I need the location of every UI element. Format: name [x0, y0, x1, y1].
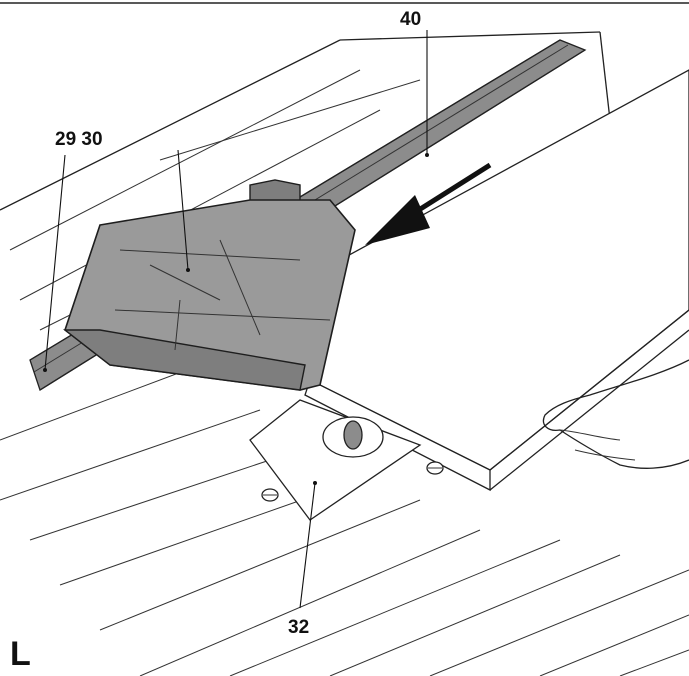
callout-fence-rail: 40: [400, 9, 421, 30]
rear-table: [0, 31, 611, 331]
blade-guard: [62, 179, 356, 391]
feed-arrow: [365, 162, 492, 245]
leader-lines: [43, 30, 429, 609]
table-surface-lines: [0, 349, 689, 676]
callout-throat-plate: 32: [288, 617, 309, 638]
callout-blade-guard: 29 30: [55, 129, 103, 150]
figure-letter: L: [10, 635, 31, 673]
throat-plate: [249, 399, 444, 521]
hand: [542, 359, 689, 469]
